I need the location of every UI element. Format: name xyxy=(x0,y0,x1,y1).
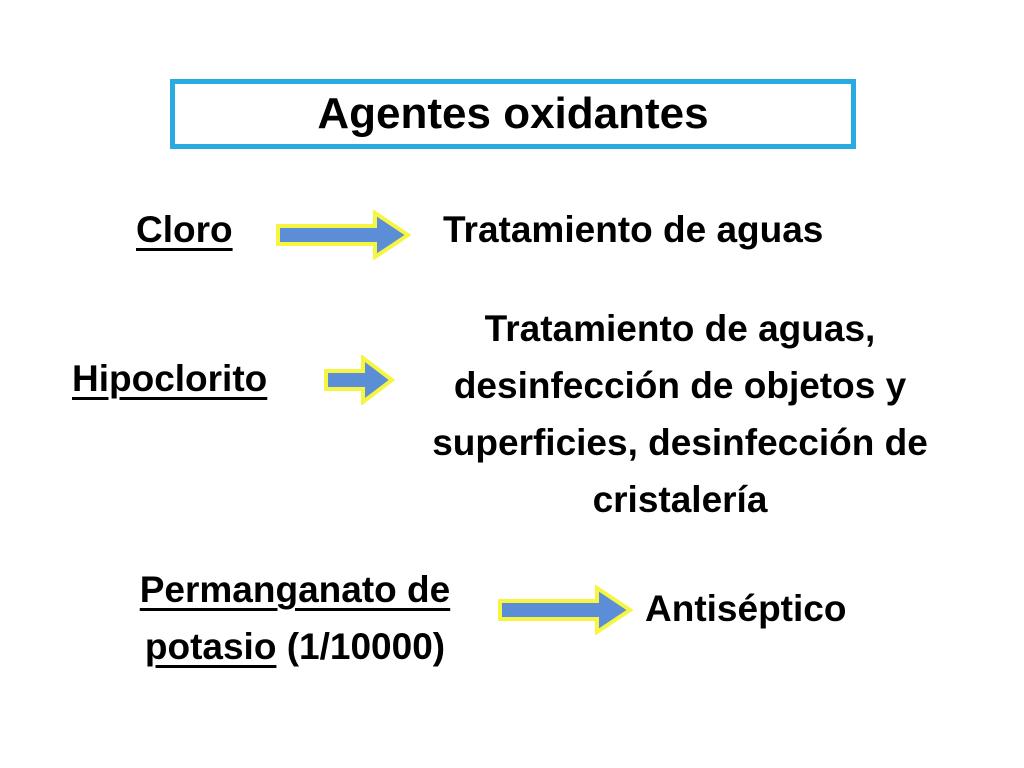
agent-permanganato: Permanganato de potasio (1/10000) xyxy=(100,561,490,675)
agent-cloro: Cloro xyxy=(136,209,233,250)
right-arrow-icon xyxy=(276,210,411,260)
agent-permanganato-line1: Permanganato de xyxy=(139,569,451,610)
agent-hipoclorito: Hipoclorito xyxy=(72,358,268,399)
slide-title-box: Agentes oxidantes xyxy=(170,79,856,149)
slide-title: Agentes oxidantes xyxy=(317,89,709,138)
use-permanganato: Antiséptico xyxy=(645,588,847,629)
right-arrow-icon xyxy=(498,585,633,635)
agent-permanganato-line2: potasio xyxy=(144,626,277,667)
right-arrow-icon xyxy=(324,355,395,405)
use-hipoclorito: Tratamiento de aguas, desinfección de ob… xyxy=(432,308,928,520)
agent-permanganato-dilution: (1/10000) xyxy=(276,626,446,667)
use-cloro: Tratamiento de aguas xyxy=(443,209,824,250)
